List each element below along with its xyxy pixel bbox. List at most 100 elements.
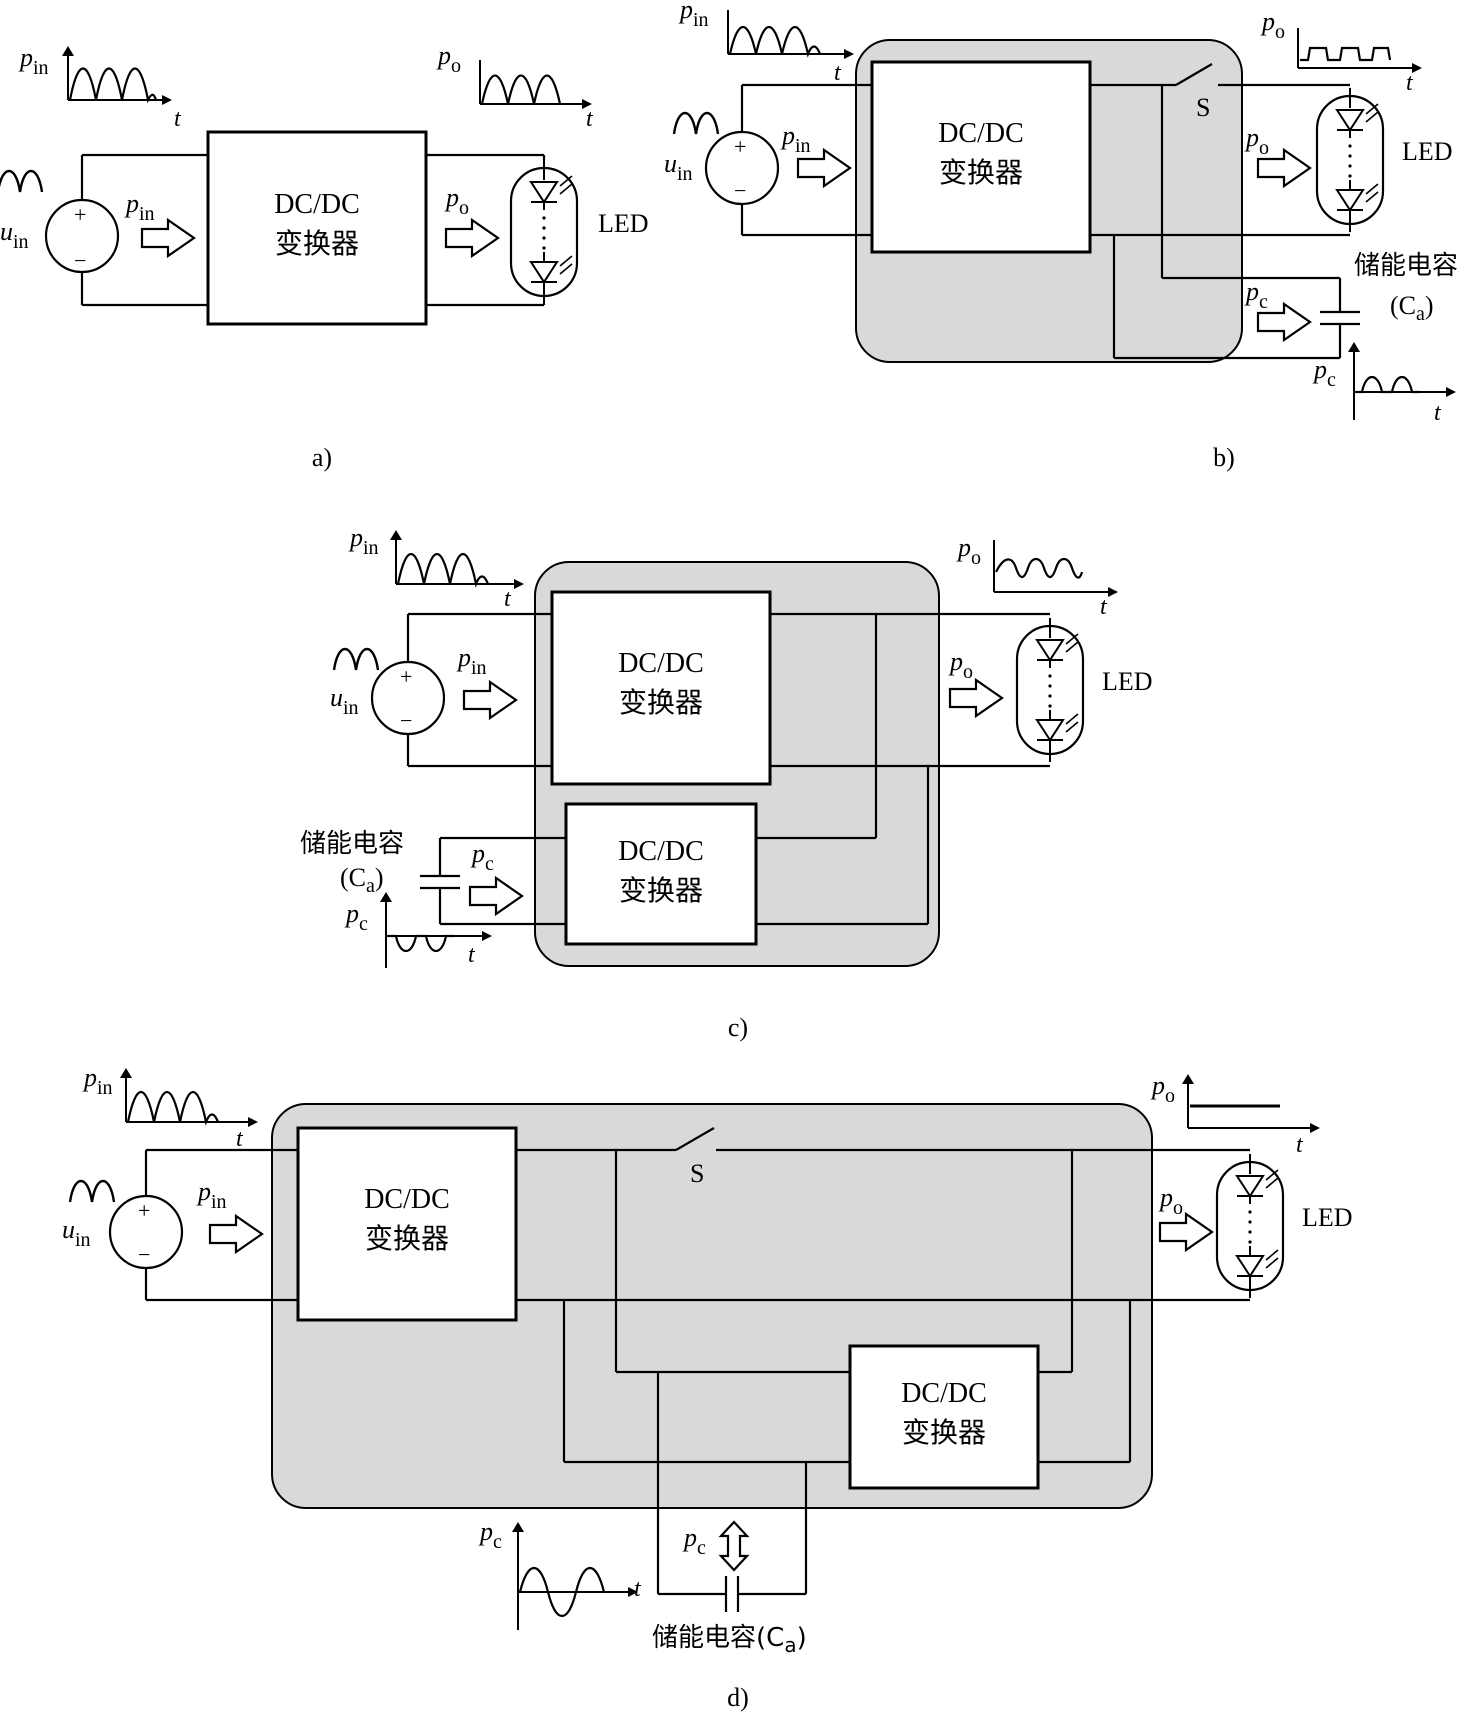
pin-flow-label-a: pin: [124, 189, 155, 225]
led-string-d: [1215, 1152, 1285, 1300]
po-flow-label-d: po: [1158, 1183, 1183, 1219]
t-label-b2: t: [1406, 70, 1414, 96]
plus-b: +: [734, 134, 746, 159]
minus-a: −: [74, 248, 86, 273]
pin-arrow-a: [140, 218, 196, 258]
t-label-a1: t: [174, 106, 182, 132]
input-hump-d: [68, 1179, 116, 1204]
panel-c: pin t po t uin + − pin DC/DC 变换器 DC/DC 变…: [300, 523, 1153, 1042]
switch-label-d: S: [690, 1159, 704, 1188]
input-hump-b: [672, 111, 720, 136]
led-string-a: [509, 158, 579, 306]
converter-d-main: [296, 1126, 518, 1322]
t-label-d3: t: [634, 1576, 642, 1602]
po-arrow-a: [444, 218, 500, 258]
minus-d: −: [138, 1242, 150, 1267]
caption-c: c): [728, 1013, 748, 1042]
po-arrow-c: [948, 678, 1004, 718]
led-label-d: LED: [1302, 1203, 1353, 1232]
t-label-d2: t: [1296, 1132, 1304, 1158]
t-label-c1: t: [504, 586, 512, 612]
t-label-a2: t: [586, 106, 594, 132]
t-label-b3: t: [1434, 400, 1442, 426]
switch-label-b: S: [1196, 93, 1210, 122]
led-label-c: LED: [1102, 667, 1153, 696]
po-waveform-b: [1297, 28, 1422, 73]
plus-a: +: [74, 202, 86, 227]
po-flow-label-a: po: [444, 183, 469, 219]
plus-d: +: [138, 1198, 150, 1223]
pin-arrow-d: [208, 1214, 264, 1254]
caption-a: a): [312, 443, 332, 472]
converter-c-main-line1: DC/DC: [618, 648, 704, 679]
po-label-d: po: [1150, 1071, 1175, 1107]
led-string-c: [1015, 616, 1085, 764]
pin-label-c: pin: [348, 523, 379, 559]
po-waveform-c: [993, 540, 1118, 597]
t-label-d1: t: [236, 1126, 244, 1152]
po-flow-label-c: po: [948, 647, 973, 683]
pin-label-b: pin: [678, 0, 709, 31]
uin-label-c: uin: [330, 683, 359, 719]
pc-flow-label-d: pc: [682, 1523, 706, 1559]
converter-b-line2: 变换器: [939, 156, 1023, 189]
led-label-a: LED: [598, 209, 649, 238]
converter-a: [206, 130, 428, 326]
pc-label-d: pc: [478, 1517, 502, 1553]
po-label-c: po: [956, 533, 981, 569]
pin-waveform-b: [727, 10, 854, 59]
pin-flow-label-d: pin: [196, 1177, 227, 1213]
pin-waveform-c: [390, 530, 524, 589]
converter-d-aux-line2: 变换器: [902, 1416, 986, 1449]
po-waveform-d: [1182, 1074, 1320, 1133]
storage-cap-label-c: 储能电容: [300, 829, 404, 859]
input-hump-c: [332, 647, 380, 672]
t-label-c2: t: [1100, 594, 1108, 620]
uin-label-d: uin: [62, 1215, 91, 1251]
t-label-b1: t: [834, 60, 842, 86]
caption-b: b): [1213, 443, 1235, 472]
converter-c-aux-line1: DC/DC: [618, 836, 704, 867]
converter-c-main: [550, 590, 772, 786]
pin-waveform-d: [120, 1068, 258, 1127]
converter-d-aux-line1: DC/DC: [901, 1378, 987, 1409]
uin-label-a: uin: [0, 217, 29, 253]
pin-label-d: pin: [82, 1063, 113, 1099]
cap-symbol-b: (Ca): [1390, 291, 1434, 325]
po-arrow-d: [1158, 1212, 1214, 1252]
converter-d-main-line2: 变换器: [365, 1222, 449, 1255]
pc-waveform-c: [380, 892, 492, 968]
input-hump-a: [0, 169, 44, 194]
pin-waveform-a: [62, 46, 172, 105]
led-string-b: [1315, 86, 1385, 234]
pin-flow-label-b: pin: [780, 121, 811, 157]
caption-d: d): [727, 1683, 749, 1712]
storage-cap-label-d: 储能电容(Ca): [652, 1623, 807, 1657]
panel-b: pin t po t uin + − pin DC/DC 变换器 S: [664, 0, 1458, 472]
pc-waveform-d: [512, 1522, 638, 1630]
converter-d-aux: [848, 1344, 1040, 1490]
panel-a: pin t po t uin + − pin DC/DC 变换器 po: [0, 41, 649, 472]
led-label-b: LED: [1402, 137, 1453, 166]
pc-flow-label-c: pc: [470, 839, 494, 875]
po-flow-label-b: po: [1244, 123, 1269, 159]
pin-arrow-c: [462, 680, 518, 720]
switch-b: [1175, 63, 1213, 86]
converter-c-aux-line2: 变换器: [619, 874, 703, 907]
pc-waveform-b: [1348, 342, 1456, 420]
pc-arrow-c: [468, 876, 524, 916]
switch-d: [675, 1127, 715, 1151]
converter-c-main-line2: 变换器: [619, 686, 703, 719]
po-waveform-a: [479, 60, 592, 109]
po-label-b: po: [1260, 7, 1285, 43]
cap-symbol-c: (Ca): [340, 863, 384, 897]
pc-flow-label-b: pc: [1244, 277, 1268, 313]
pin-label-a: pin: [18, 43, 49, 79]
pin-flow-label-c: pin: [456, 643, 487, 679]
pc-label-c: pc: [344, 899, 368, 935]
po-label-a: po: [436, 41, 461, 77]
converter-a-line1: DC/DC: [274, 189, 360, 220]
converter-a-line2: 变换器: [275, 227, 359, 260]
uin-label-b: uin: [664, 149, 693, 185]
